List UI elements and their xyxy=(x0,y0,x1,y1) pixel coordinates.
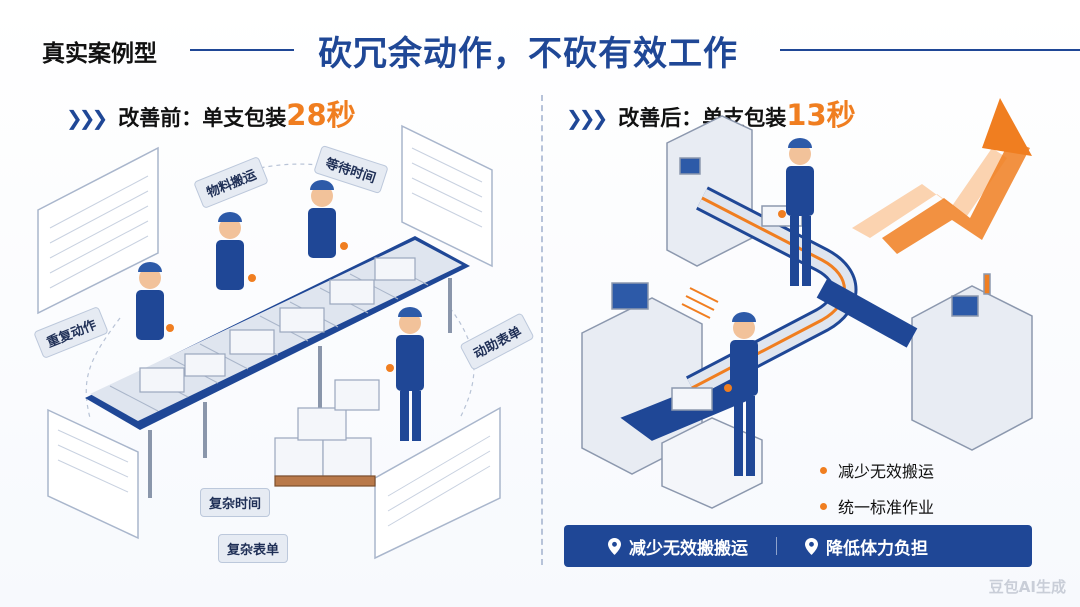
page-title: 砍冗余动作，不砍有效工作 xyxy=(318,34,738,74)
growth-arrow-icon xyxy=(852,98,1032,254)
bullet-dot xyxy=(820,466,827,474)
before-scene-illustration xyxy=(37,124,501,560)
header-rule-right xyxy=(780,49,1080,51)
chevrons-icon: ❯❯❯ xyxy=(566,106,608,130)
list-item-text: 减少无效搬运 xyxy=(838,462,935,481)
watermark: 豆包AI生成 xyxy=(988,578,1066,596)
section-tag: 真实案例型 xyxy=(42,41,157,67)
motion-lines xyxy=(681,287,719,319)
automated-conveyor xyxy=(685,186,918,400)
list-item: 统一标准作业 xyxy=(820,494,934,518)
benefit-item: 降低体力负担 xyxy=(805,534,928,559)
header-rule-left xyxy=(190,49,294,51)
worker-icon xyxy=(730,138,814,476)
form-sheet-icon xyxy=(37,124,501,560)
glove-icon xyxy=(166,242,394,372)
after-scene-illustration xyxy=(581,98,1033,509)
pallet-box-stack xyxy=(274,379,380,487)
worker-icon xyxy=(136,180,424,441)
location-pin-icon xyxy=(608,537,621,555)
list-item: 减少无效搬运 xyxy=(820,458,934,482)
before-time: 28秒 xyxy=(286,98,356,132)
after-heading: ❯❯❯ 改善后：单支包装 13秒 xyxy=(566,92,856,134)
box-icon xyxy=(139,257,416,393)
list-item-text: 统一标准作业 xyxy=(838,498,935,517)
chevrons-icon: ❯❯❯ xyxy=(66,106,108,130)
location-pin-icon xyxy=(805,537,818,555)
benefit-item: 减少无效搬搬运 xyxy=(608,534,748,559)
bullet-dot xyxy=(820,502,827,510)
improvement-list: 减少无效搬运 统一标准作业 xyxy=(820,458,934,530)
benefit-text: 降低体力负担 xyxy=(826,538,928,559)
benefit-text: 减少无效搬搬运 xyxy=(629,538,748,559)
benefit-bar: 减少无效搬搬运 降低体力负担 xyxy=(564,525,1032,567)
bar-separator xyxy=(776,537,777,555)
after-time: 13秒 xyxy=(786,98,856,132)
tag-complex-time: 复杂时间 xyxy=(200,488,271,517)
before-label: 改善前：单支包装 xyxy=(118,106,287,130)
column-divider xyxy=(541,95,543,565)
control-cabinet xyxy=(911,273,1033,451)
tag-complex-form: 复杂表单 xyxy=(218,534,289,563)
glove-icon xyxy=(724,210,786,392)
before-heading: ❯❯❯ 改善前：单支包装 28秒 xyxy=(66,92,356,134)
